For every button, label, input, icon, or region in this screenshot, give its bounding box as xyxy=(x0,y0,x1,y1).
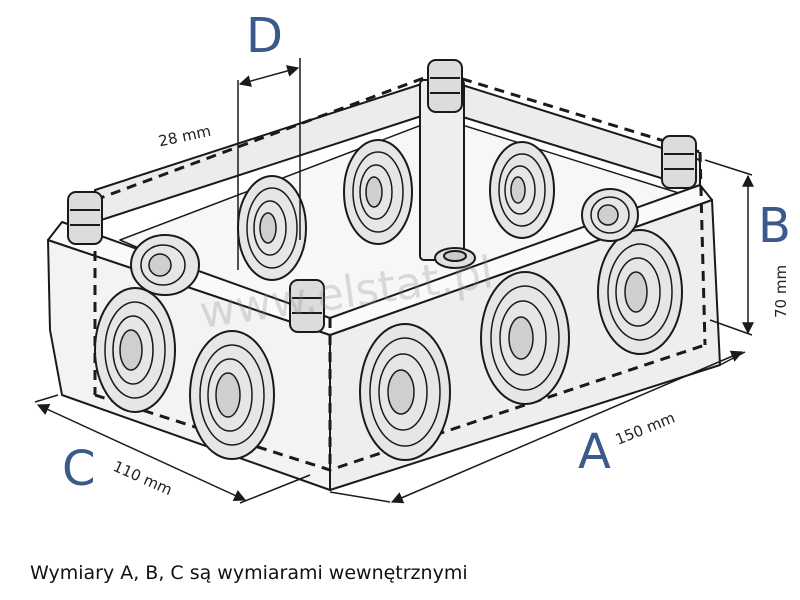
grommet-back-2 xyxy=(343,139,413,245)
grommet-side-left xyxy=(130,234,200,296)
dim-value-b: 70 mm xyxy=(772,265,790,318)
grommet-back-4 xyxy=(581,188,639,242)
dim-value-a: 150 mm xyxy=(613,409,678,449)
grommet-left-1 xyxy=(94,287,176,413)
label-d: D xyxy=(246,8,283,64)
grommet-back-1 xyxy=(237,175,307,281)
dim-value-d: 28 mm xyxy=(157,122,213,151)
screw-icon xyxy=(661,135,697,189)
dim-line-d xyxy=(238,65,300,87)
label-c: C xyxy=(62,441,96,497)
grommet-left-2 xyxy=(189,330,275,460)
screw-icon xyxy=(289,279,325,333)
dim-line-a xyxy=(390,350,744,504)
dimension-lines xyxy=(34,58,754,504)
caption: Wymiary A, B, C są wymiarami wewnętrznym… xyxy=(30,562,468,584)
label-b: B xyxy=(758,198,791,254)
screw-icon xyxy=(427,59,463,113)
dim-line-c xyxy=(36,404,247,501)
label-a: A xyxy=(578,424,611,480)
grommet-front-3 xyxy=(597,229,683,355)
corner-screws xyxy=(67,59,697,333)
screw-icon xyxy=(67,191,103,245)
grommet-back-3 xyxy=(489,141,555,239)
grommet-front-1 xyxy=(359,323,451,461)
